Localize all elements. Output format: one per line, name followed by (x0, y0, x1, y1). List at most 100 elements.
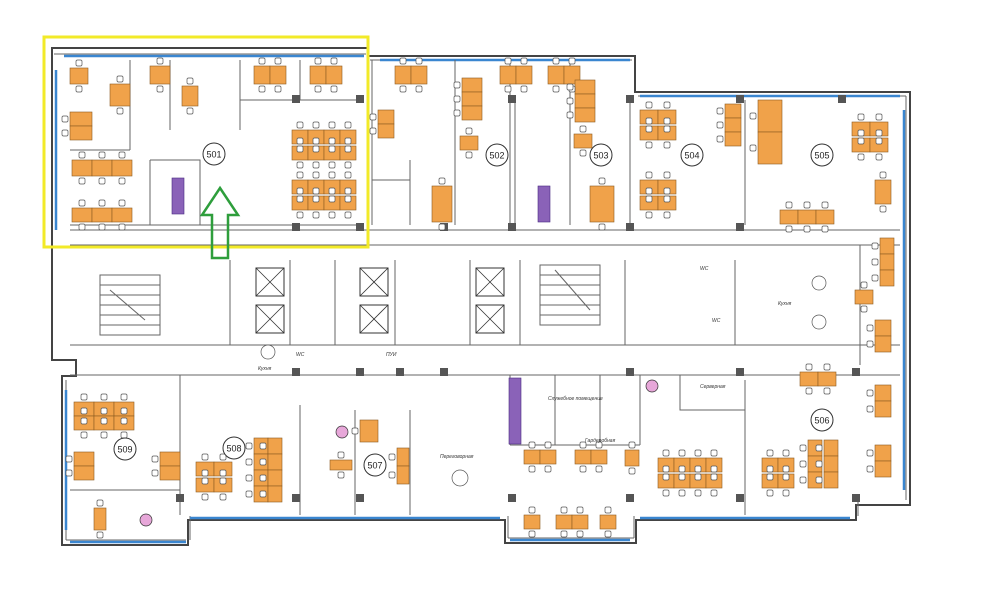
chair (312, 161, 320, 169)
chair (344, 211, 352, 219)
chair (100, 417, 108, 425)
chair (766, 489, 774, 497)
chair (628, 467, 636, 475)
chair (65, 455, 73, 463)
chair (118, 223, 126, 231)
chair (645, 117, 653, 125)
desk (69, 67, 89, 85)
chair (576, 530, 584, 538)
chair (259, 490, 267, 498)
chair (560, 530, 568, 538)
chair (296, 137, 304, 145)
desk (574, 107, 596, 123)
core (99, 264, 601, 336)
desk (854, 289, 874, 305)
desk (499, 65, 517, 85)
chair (857, 153, 865, 161)
chair (568, 57, 576, 65)
chair (595, 441, 603, 449)
chair (663, 171, 671, 179)
desk (799, 371, 819, 387)
chair (579, 125, 587, 133)
chair (710, 489, 718, 497)
chair (61, 129, 69, 137)
chair (782, 449, 790, 457)
desks (69, 65, 895, 531)
chair (749, 144, 757, 152)
desk (879, 269, 895, 287)
chair (78, 151, 86, 159)
chair (663, 125, 671, 133)
chair (782, 489, 790, 497)
desk (757, 99, 783, 133)
chair (314, 85, 322, 93)
desk (874, 319, 892, 337)
chair (100, 431, 108, 439)
chair (815, 444, 823, 452)
chair (78, 223, 86, 231)
desk (589, 185, 615, 223)
desk (523, 449, 541, 465)
desk (874, 384, 892, 402)
chair (219, 477, 227, 485)
chair (337, 451, 345, 459)
label-kitchen-left: Кухня (258, 366, 272, 372)
chair (78, 199, 86, 207)
chair (604, 506, 612, 514)
chair (328, 195, 336, 203)
chair (453, 81, 461, 89)
desk (574, 449, 592, 465)
chair (388, 471, 396, 479)
chair (328, 187, 336, 195)
chair (604, 530, 612, 538)
elevator (475, 267, 505, 297)
room-labels: 501 502 503 504 505 506 507 508 (113, 142, 834, 477)
chair (399, 57, 407, 65)
desk (879, 237, 895, 255)
chair (312, 211, 320, 219)
chair (438, 177, 446, 185)
chair (369, 113, 377, 121)
desk (309, 65, 327, 85)
chair (369, 127, 377, 135)
chair (805, 387, 813, 395)
chair (823, 387, 831, 395)
room-label-501: 501 (202, 142, 226, 166)
room-label-509: 509 (113, 437, 137, 461)
chair (552, 85, 560, 93)
chair (330, 57, 338, 65)
chair (65, 469, 73, 477)
desk (159, 451, 181, 467)
desk (267, 485, 283, 503)
chair (151, 469, 159, 477)
elevator (475, 304, 505, 334)
chair (186, 107, 194, 115)
chair (120, 417, 128, 425)
chair (879, 205, 887, 213)
chair (156, 57, 164, 65)
desk (539, 449, 557, 465)
chair (552, 57, 560, 65)
desk (874, 179, 892, 205)
desk (523, 514, 541, 530)
desk (325, 65, 343, 85)
chair (296, 171, 304, 179)
desk (359, 419, 379, 443)
desk (590, 449, 608, 465)
chair (785, 201, 793, 209)
chair (296, 161, 304, 169)
chair (662, 465, 670, 473)
chair (388, 453, 396, 461)
desk (109, 83, 131, 107)
chair (710, 465, 718, 473)
chair (875, 129, 883, 137)
desk (547, 65, 565, 85)
chair (80, 407, 88, 415)
desk (815, 209, 835, 225)
chair (645, 101, 653, 109)
chair (80, 417, 88, 425)
chair (118, 151, 126, 159)
chair (96, 531, 104, 539)
chair (259, 474, 267, 482)
chair (663, 141, 671, 149)
